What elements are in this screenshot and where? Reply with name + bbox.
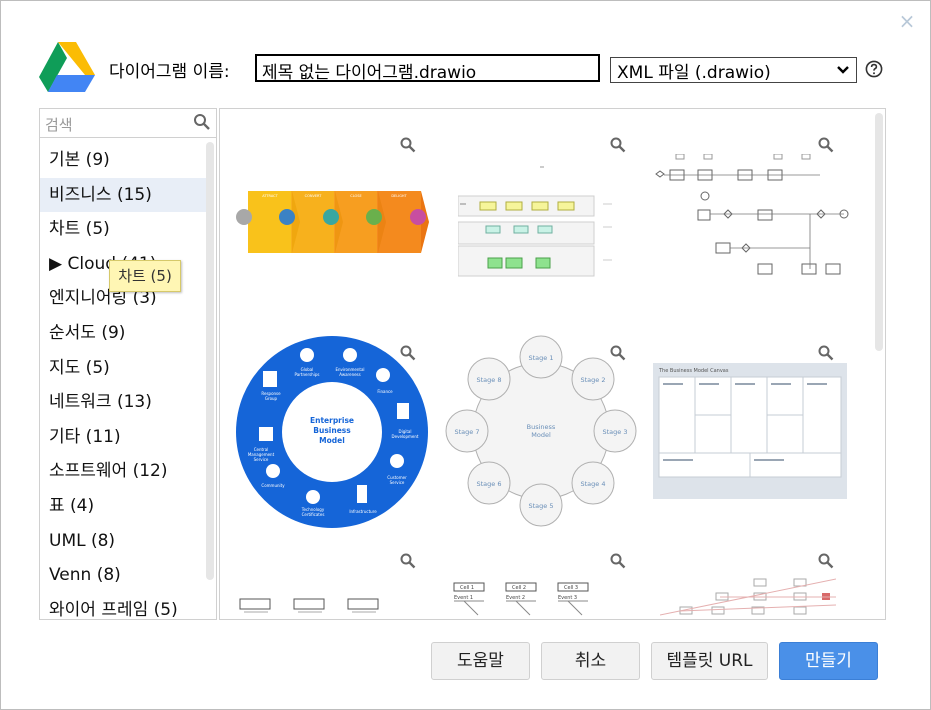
template-thumbnail-swimlane[interactable] xyxy=(458,164,618,279)
svg-text:Group: Group xyxy=(265,396,278,401)
svg-text:Environmental: Environmental xyxy=(335,367,364,372)
canvas-title: The Business Model Canvas xyxy=(658,368,729,374)
template-url-button[interactable]: 템플릿 URL xyxy=(651,642,768,680)
search-icon[interactable] xyxy=(193,113,211,131)
zoom-icon[interactable] xyxy=(610,345,626,361)
zoom-icon[interactable] xyxy=(400,137,416,153)
cell-label: Cell 1 xyxy=(460,585,474,591)
svg-text:Customer: Customer xyxy=(387,475,407,480)
funnel-label: ATTRACT xyxy=(262,194,278,198)
category-item[interactable]: 지도 (5) xyxy=(49,357,110,378)
template-grid: ATTRACT CONVERT CLOSE DELIGHT xyxy=(219,108,886,620)
zoom-icon[interactable] xyxy=(818,553,834,569)
stage-label: Stage 7 xyxy=(455,428,480,436)
template-thumbnail-funnel[interactable]: ATTRACT CONVERT CLOSE DELIGHT xyxy=(234,187,444,257)
svg-text:Development: Development xyxy=(392,434,419,439)
diagram-name-label: 다이어그램 이름: xyxy=(109,62,230,82)
category-item[interactable]: UML (8) xyxy=(49,530,116,551)
svg-text:Technology: Technology xyxy=(301,507,325,512)
diagram-name-input[interactable]: 제목 없는 다이어그램.drawio xyxy=(255,54,600,83)
event-label: Event 2 xyxy=(506,595,525,601)
template-thumbnail-enterprise-model[interactable]: Enterprise Business Model GlobalPartners… xyxy=(235,335,429,529)
create-button[interactable]: 만들기 xyxy=(779,642,878,680)
svg-text:Service: Service xyxy=(254,457,269,462)
category-item[interactable]: 와이어 프레임 (5) xyxy=(49,599,178,620)
svg-text:Community: Community xyxy=(261,483,285,488)
template-thumbnail-bpmn[interactable] xyxy=(650,154,850,284)
svg-text:Business: Business xyxy=(527,423,556,431)
svg-text:Service: Service xyxy=(390,480,405,485)
category-item[interactable]: 엔지니어링 (3) xyxy=(49,288,157,309)
svg-text:Model: Model xyxy=(319,436,345,445)
template-thumbnail-model-canvas[interactable]: The Business Model Canvas xyxy=(653,363,847,499)
funnel-label: CONVERT xyxy=(305,194,323,198)
template-thumbnail-event-flow[interactable]: Cell 1 Cell 2 Cell 3 Event 1 Event 2 Eve… xyxy=(444,579,614,619)
category-item[interactable]: 기본 (9) xyxy=(49,150,110,170)
svg-text:Central: Central xyxy=(254,447,269,452)
category-tooltip: 차트 (5) xyxy=(109,260,181,292)
svg-text:Certificates: Certificates xyxy=(302,512,325,517)
zoom-icon[interactable] xyxy=(400,553,416,569)
help-circle-icon[interactable] xyxy=(865,60,883,78)
template-thumbnail-org-boxes[interactable] xyxy=(236,595,406,619)
funnel-label: DELIGHT xyxy=(391,194,407,198)
category-item[interactable]: 기타 (11) xyxy=(49,426,121,447)
stage-label: Stage 1 xyxy=(529,354,554,362)
category-item[interactable]: Venn (8) xyxy=(49,565,121,586)
svg-text:Awareness: Awareness xyxy=(339,372,360,377)
category-list: 기본 (9) 비즈니스 (15) 차트 (5) ▶ Cloud (41) 엔지니… xyxy=(40,143,206,620)
cell-label: Cell 2 xyxy=(512,585,526,591)
cancel-button[interactable]: 취소 xyxy=(541,642,640,680)
svg-text:Finance: Finance xyxy=(377,389,393,394)
svg-text:Infrastructure: Infrastructure xyxy=(349,509,377,514)
svg-text:Digital: Digital xyxy=(399,429,412,434)
file-format-select[interactable]: XML 파일 (.drawio) xyxy=(610,57,857,83)
svg-text:Enterprise: Enterprise xyxy=(310,416,354,425)
event-label: Event 3 xyxy=(558,595,577,601)
svg-text:Business: Business xyxy=(313,426,351,435)
template-thumbnail-business-stages[interactable]: Stage 1 Stage 2 Stage 3 Stage 4 Stage 5 … xyxy=(443,333,639,529)
chevron-down-icon xyxy=(837,66,849,74)
close-icon[interactable]: × xyxy=(898,9,916,33)
zoom-icon[interactable] xyxy=(818,137,834,153)
svg-text:Model: Model xyxy=(531,431,551,439)
category-item-selected[interactable]: 비즈니스 (15) xyxy=(40,177,206,213)
svg-text:Response: Response xyxy=(261,391,281,396)
stage-label: Stage 8 xyxy=(477,376,502,384)
svg-text:Management: Management xyxy=(248,452,275,457)
stage-label: Stage 2 xyxy=(581,376,606,384)
category-search[interactable]: 검색 xyxy=(40,109,216,138)
cell-label: Cell 3 xyxy=(564,585,578,591)
stage-label: Stage 6 xyxy=(477,480,502,488)
help-button[interactable]: 도움말 xyxy=(431,642,530,680)
svg-text:Partnerships: Partnerships xyxy=(295,372,320,377)
funnel-label: CLOSE xyxy=(350,194,361,198)
category-scrollbar[interactable] xyxy=(206,142,214,580)
stage-label: Stage 4 xyxy=(581,480,606,488)
stage-label: Stage 5 xyxy=(529,502,554,510)
category-panel: 검색 기본 (9) 비즈니스 (15) 차트 (5) ▶ Cloud (41) … xyxy=(39,108,217,620)
drive-logo xyxy=(39,42,95,92)
svg-text:Global: Global xyxy=(301,367,314,372)
template-scrollbar[interactable] xyxy=(875,113,883,351)
category-item[interactable]: 표 (4) xyxy=(49,495,95,516)
event-label: Event 1 xyxy=(454,595,473,601)
category-item[interactable]: 순서도 (9) xyxy=(49,322,126,343)
stage-label: Stage 3 xyxy=(603,428,628,436)
category-item[interactable]: 차트 (5) xyxy=(49,219,110,240)
zoom-icon[interactable] xyxy=(610,553,626,569)
zoom-icon[interactable] xyxy=(818,345,834,361)
search-placeholder: 검색 xyxy=(45,116,73,134)
template-thumbnail-network-map[interactable] xyxy=(660,575,836,619)
file-format-value: XML 파일 (.drawio) xyxy=(617,62,771,83)
category-item[interactable]: 소프트웨어 (12) xyxy=(49,461,168,482)
category-item[interactable]: 네트워크 (13) xyxy=(49,392,152,413)
zoom-icon[interactable] xyxy=(610,137,626,153)
zoom-icon[interactable] xyxy=(400,345,416,361)
